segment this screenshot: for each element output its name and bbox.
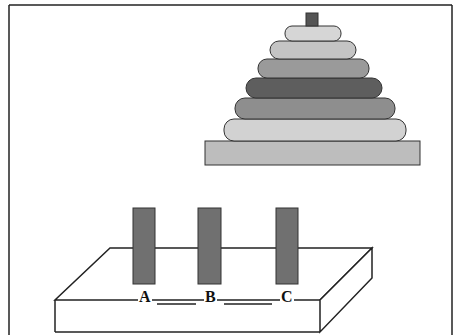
peg-label: A [138, 289, 152, 305]
disk [285, 26, 341, 41]
frame-line [8, 5, 10, 335]
peg-label: B [204, 289, 217, 305]
label-rule [224, 303, 272, 305]
rod [198, 208, 221, 284]
base-plate [205, 141, 420, 165]
frame-line [451, 5, 453, 335]
disk [246, 78, 382, 98]
rod [133, 208, 155, 284]
disk [224, 119, 406, 141]
rod [276, 208, 298, 284]
disk [258, 59, 369, 78]
frame-line [9, 4, 452, 6]
peg-top [306, 13, 318, 26]
peg-label: C [280, 289, 294, 305]
board-side [320, 248, 372, 332]
disk [270, 41, 356, 59]
label-rule [157, 303, 196, 305]
disk [235, 98, 395, 119]
board-edge [54, 300, 56, 332]
board-edge [55, 331, 320, 333]
